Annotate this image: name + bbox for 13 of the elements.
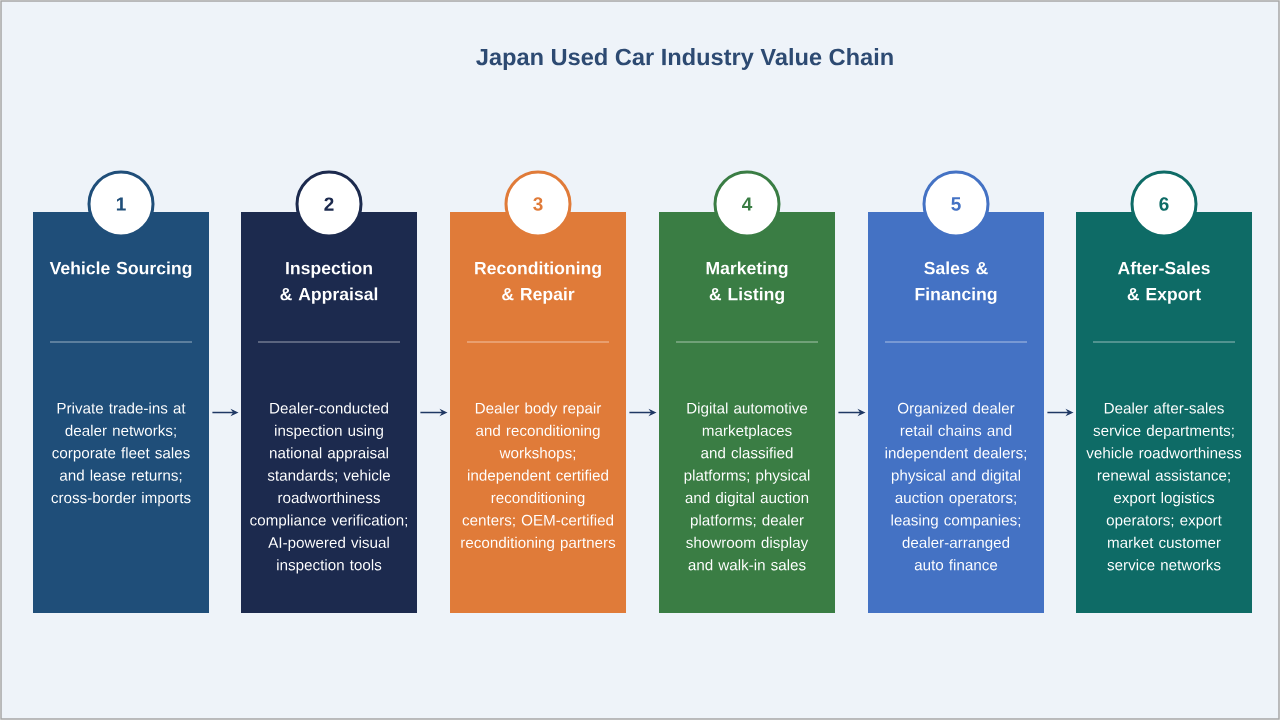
step-title: Inspection & Appraisal <box>280 261 378 304</box>
step-description: Dealer-conducted inspection using national appraisal standards; vehicle roadworthiness compliance verification; AI-powered visual inspection tools <box>250 402 407 574</box>
title: Japan Used Car Industry Value Chain <box>476 48 893 70</box>
step-description: Private trade-ins at dealer networks; corporate fleet sales and lease returns; cross-border imports <box>51 402 191 507</box>
step-description: Dealer body repair and reconditioning workshops; independent certified reconditioning centers; OEM-certified reconditioning partners <box>461 402 616 551</box>
step-title: Marketing & Listing <box>706 261 788 304</box>
step-title: Vehicle Sourcing <box>49 261 192 278</box>
step-description: Organized dealer retail chains and independent dealers; physical and digital auction operators; leasing companies; dealer-arranged auto finance <box>885 402 1026 571</box>
step-title: Reconditioning & Repair <box>475 261 601 304</box>
step-title: After-Sales & Export <box>1118 261 1210 304</box>
step-title: Sales & Financing <box>915 261 997 304</box>
step-description: Dealer after-sales service departments; vehicle roadworthiness renewal assistance; export logistics operators; export market customer service networks <box>1086 402 1242 571</box>
step-description: Digital automotive marketplaces and classified platforms; physical and digital auction platforms; dealer showroom display and walk-in sales <box>684 402 810 571</box>
